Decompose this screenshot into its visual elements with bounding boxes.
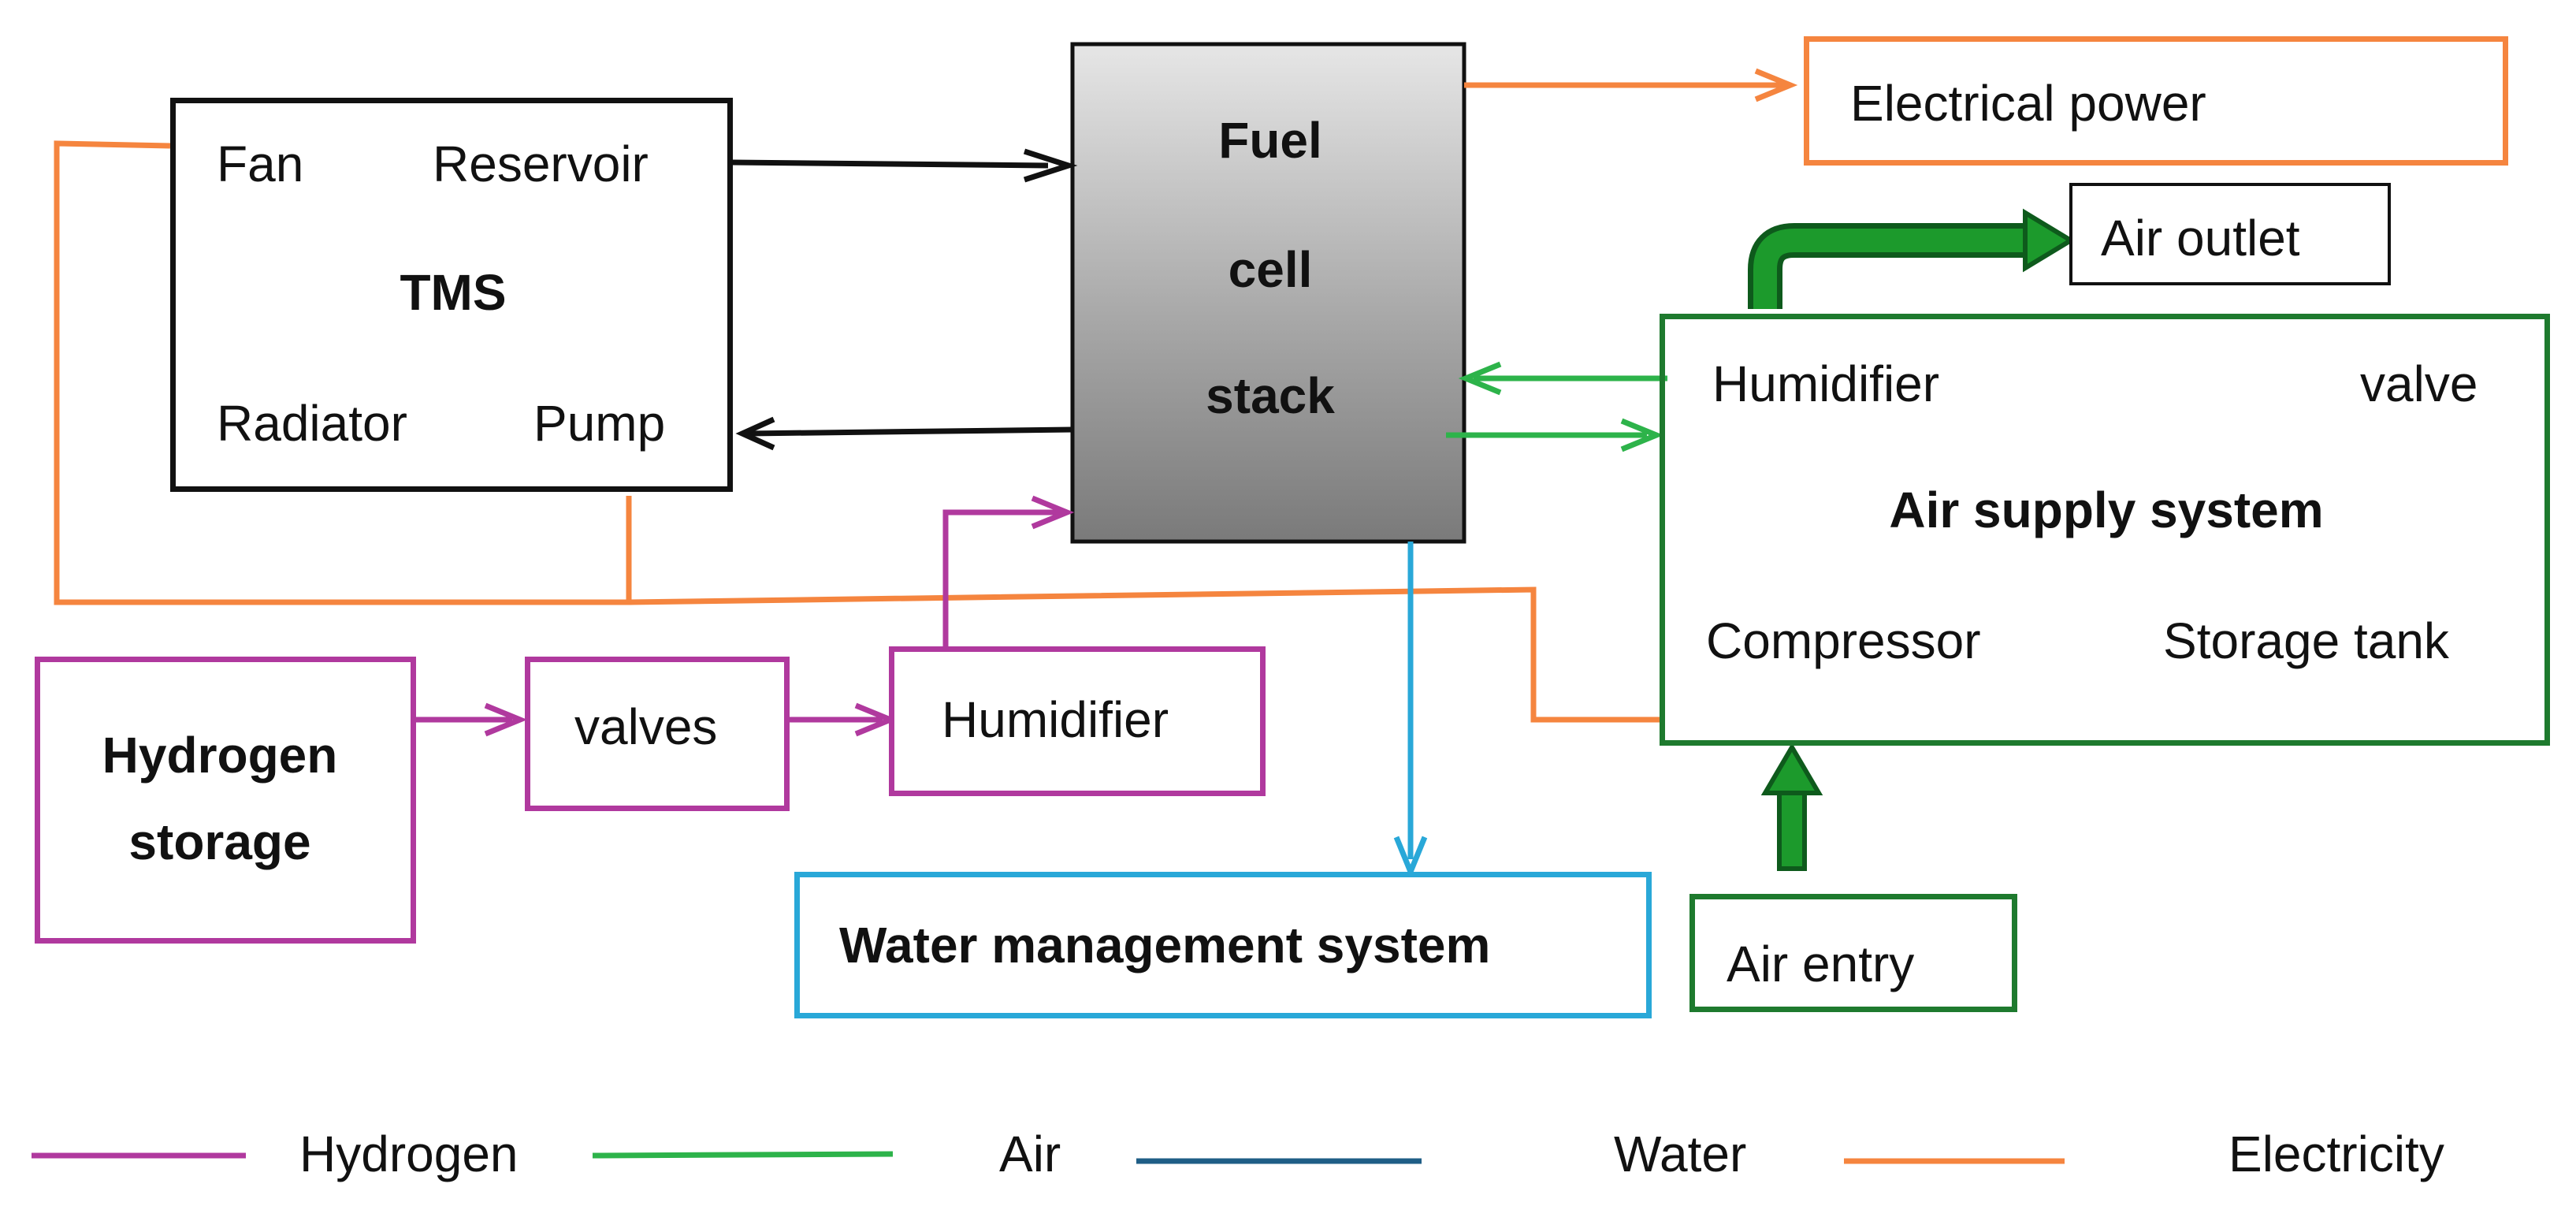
electricity-line-fuel-cell-to-power (1464, 68, 1798, 102)
air-outlet-thick-arrow (1748, 208, 2076, 309)
tms-title: TMS (400, 264, 507, 321)
fuel-cell-stack-box (1070, 42, 1466, 544)
air-entry-thick-arrow (1760, 743, 1823, 871)
hydrogen-humidifier-label: Humidifier (942, 691, 1169, 748)
fuel-cell-to-tms-arrow (735, 416, 1073, 451)
legend-electricity-label: Electricity (2228, 1126, 2444, 1182)
air-outlet-box: Air outlet (2069, 183, 2391, 285)
legend-hydrogen-label: Hydrogen (299, 1126, 519, 1182)
fuel-cell-line1: Fuel (1218, 112, 1322, 169)
hydrogen-storage-box: Hydrogen storage (35, 657, 416, 944)
hydrogen-line-valves-to-humidifier (788, 702, 898, 737)
fuel-cell-line3: stack (1206, 367, 1335, 424)
valves-box: valves (525, 657, 790, 811)
tms-reservoir-label: Reservoir (433, 136, 649, 192)
air-entry-box: Air entry (1689, 894, 2017, 1012)
legend-air-line (592, 1151, 894, 1159)
hydrogen-storage-line2: storage (128, 813, 311, 870)
tms-fan-label: Fan (217, 136, 304, 192)
tms-box: Fan Reservoir TMS Radiator Pump (170, 98, 733, 492)
air-supply-system-box: Humidifier valve Air supply system Compr… (1660, 314, 2550, 746)
hydrogen-line-storage-to-valves (414, 702, 528, 737)
tms-to-fuel-cell-arrow (730, 148, 1078, 183)
air-outlet-label: Air outlet (2101, 210, 2300, 266)
water-management-system-label: Water management system (839, 917, 1491, 973)
hydrogen-storage-line1: Hydrogen (102, 727, 338, 784)
air-supply-title: Air supply system (1889, 482, 2324, 538)
air-supply-compressor-label: Compressor (1706, 612, 1981, 669)
tms-radiator-label: Radiator (217, 395, 407, 452)
air-line-air-supply-to-fuel-cell (1458, 361, 1667, 396)
air-supply-humidifier-label: Humidifier (1712, 356, 1940, 412)
electricity-line-loop (54, 140, 1662, 723)
air-supply-storage-tank-label: Storage tank (2163, 612, 2449, 669)
valves-label: valves (574, 698, 718, 755)
air-line-fuel-cell-to-air-supply (1446, 418, 1664, 452)
tms-pump-label: Pump (533, 395, 666, 452)
legend-water-label: Water (1614, 1126, 1747, 1182)
air-entry-label: Air entry (1727, 936, 1915, 992)
hydrogen-humidifier-box: Humidifier (889, 646, 1266, 796)
legend-air-label: Air (999, 1126, 1061, 1182)
hydrogen-line-humidifier-to-fuel-cell (942, 495, 1075, 648)
electrical-power-box: Electrical power (1804, 36, 2508, 166)
water-management-system-box: Water management system (794, 872, 1652, 1018)
electrical-power-label: Electrical power (1850, 75, 2206, 132)
fuel-cell-line2: cell (1228, 241, 1313, 298)
air-supply-valve-label: valve (2360, 356, 2478, 412)
